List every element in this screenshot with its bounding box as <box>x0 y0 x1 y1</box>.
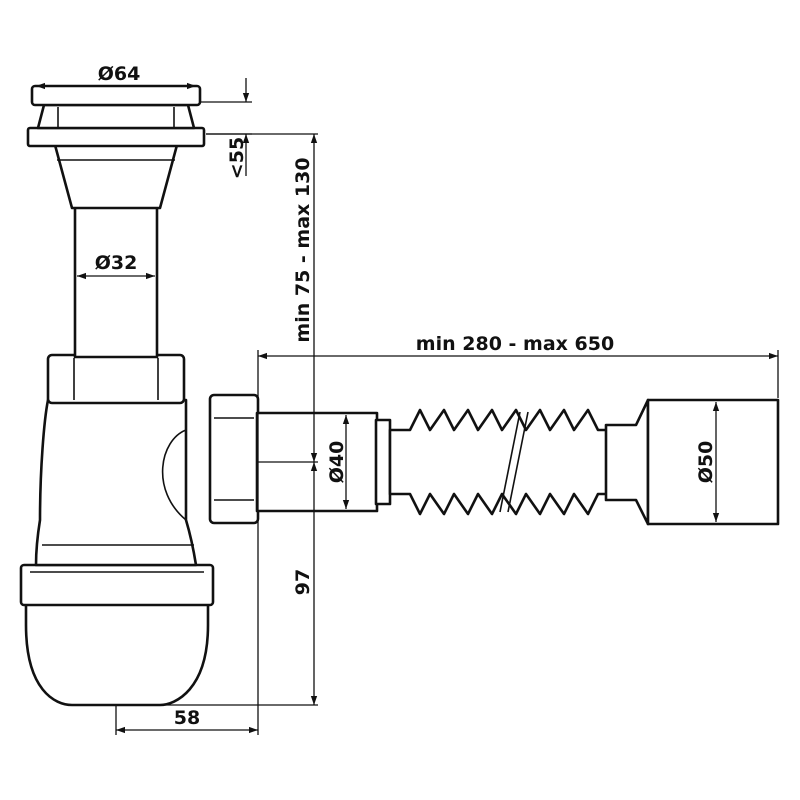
grate-body <box>36 103 196 130</box>
label-vertical-range: min 75 - max 130 <box>292 157 314 342</box>
label-outlet-height: 97 <box>292 569 314 595</box>
hose-transition <box>604 398 650 526</box>
label-hose-length: min 280 - max 650 <box>416 333 614 355</box>
bottle-body <box>34 398 198 567</box>
label-outlet-diameter: Ø40 <box>326 441 348 484</box>
siphon-assembly <box>19 84 780 707</box>
bottle-cap <box>24 601 210 707</box>
bottle-union-nut <box>46 353 186 405</box>
outlet-union-nut <box>208 393 260 525</box>
label-inlet-diameter: Ø32 <box>95 252 138 274</box>
corrugated-hose <box>388 408 610 516</box>
connector-collar <box>374 418 392 506</box>
inlet-funnel <box>53 143 179 210</box>
bottle-ring <box>19 563 215 607</box>
label-grate-height: <55 <box>226 137 248 179</box>
dimension-lines <box>36 78 779 735</box>
bottle-shoulder <box>161 429 187 521</box>
label-grate-diameter: Ø64 <box>98 63 141 85</box>
grate-flange <box>26 126 206 148</box>
grate-cap <box>30 84 202 107</box>
inlet-pipe <box>73 203 159 359</box>
label-bottle-offset: 58 <box>174 707 200 729</box>
dimension-labels: Ø64 <55 Ø32 min 75 - max 130 min 280 - m… <box>95 63 717 729</box>
hose-twist-line-2 <box>507 411 529 513</box>
label-hose-end-diameter: Ø50 <box>695 441 717 484</box>
hose-twist-line <box>499 411 521 513</box>
